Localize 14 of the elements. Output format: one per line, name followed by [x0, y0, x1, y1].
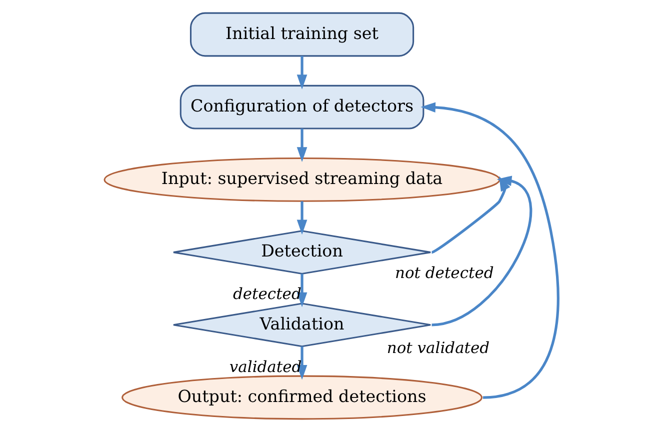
node-box: Initial training set — [190, 12, 414, 57]
arrow — [296, 201, 308, 235]
arrow — [296, 346, 308, 380]
edge-label: validated — [229, 358, 302, 376]
arrow — [296, 56, 308, 90]
edge-label: detected — [232, 285, 302, 304]
arrow — [431, 176, 510, 254]
node-ellipse: Output: confirmed detections — [122, 375, 483, 420]
arrow — [296, 128, 308, 162]
arrow — [296, 274, 308, 308]
node-box: Configuration of detectors — [180, 84, 424, 130]
arrow — [420, 102, 560, 399]
node-ellipse: Input: supervised streaming data — [104, 158, 500, 202]
arrow — [432, 176, 532, 326]
